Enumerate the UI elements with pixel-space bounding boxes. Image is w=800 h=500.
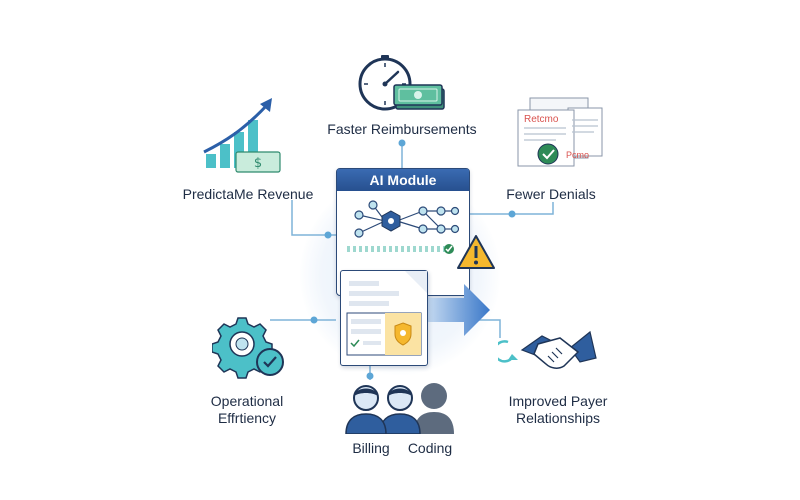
svg-text:$: $	[254, 156, 262, 171]
person-coding-back	[414, 383, 454, 434]
predictable-revenue-label: PredictaMe Revenue	[182, 186, 314, 202]
operational-efficiency-line1: Operational	[210, 393, 284, 409]
arrow-right-icon	[420, 284, 490, 336]
gear-icon	[212, 317, 284, 379]
warning-icon	[457, 235, 495, 269]
ai-module-title: AI Module	[337, 169, 469, 191]
improved-payer-line2: Relationships	[515, 410, 601, 426]
claim-document	[340, 270, 428, 366]
improved-payer-line1: Improved Payer	[508, 393, 608, 409]
person-billing	[345, 385, 387, 434]
people-icon	[345, 383, 454, 434]
paper-bottom-label: Pcmo	[566, 150, 590, 160]
improved-payer-label: Improved Payer Relationships	[488, 393, 628, 427]
growth-chart-icon: $	[203, 98, 281, 173]
billing-label: Billing	[352, 440, 390, 456]
documents-icon	[517, 97, 603, 167]
fewer-denials-label: Fewer Denials	[506, 186, 596, 202]
operational-efficiency-label: Operational Effrtiency	[192, 393, 302, 427]
claim-form-icon	[346, 271, 427, 356]
neural-network-icon	[347, 200, 460, 254]
coding-label: Coding	[407, 440, 453, 456]
faster-reimbursements-label: Faster Reimbursements	[327, 121, 477, 137]
paper-top-label: Retcmo	[524, 114, 559, 125]
cash-icon	[393, 84, 445, 110]
operational-efficiency-line2: Effrtiency	[217, 410, 277, 426]
person-middle	[379, 385, 421, 434]
handshake-icon	[498, 330, 597, 369]
